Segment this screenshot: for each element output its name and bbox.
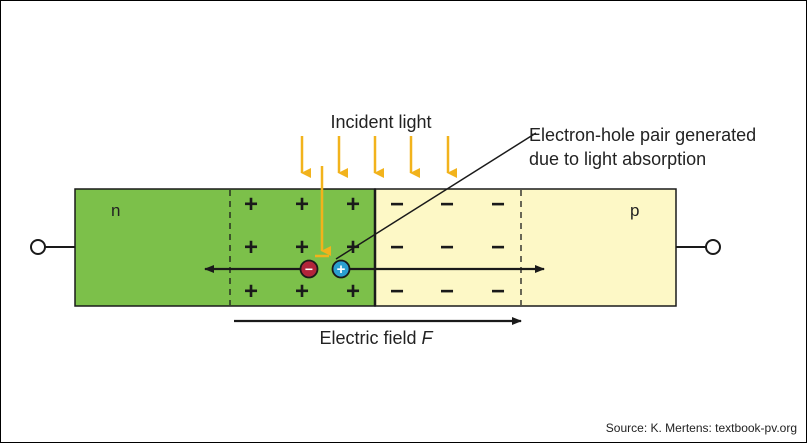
source-credit: Source: K. Mertens: textbook-pv.org xyxy=(606,421,797,435)
pair-annotation-line2: due to light absorption xyxy=(529,149,706,169)
negative-charge: − xyxy=(390,234,404,261)
right-terminal xyxy=(705,239,721,255)
positive-charge: + xyxy=(346,278,360,305)
hole: + xyxy=(331,259,351,279)
negative-charge: − xyxy=(491,278,505,305)
electric-field-label: Electric field F xyxy=(319,328,433,348)
positive-charge: + xyxy=(244,191,258,218)
negative-charge: − xyxy=(491,234,505,261)
hole-circle xyxy=(331,259,351,279)
incident-light-rays xyxy=(300,136,457,258)
p-region xyxy=(374,188,677,307)
electric-field-symbol: F xyxy=(422,328,434,348)
negative-charge: − xyxy=(491,191,505,218)
positive-charge: + xyxy=(346,191,360,218)
electron-circle xyxy=(299,259,319,279)
positive-charge: + xyxy=(295,234,309,261)
positive-charges: + + + + + + + + + xyxy=(244,191,360,305)
negative-charge: − xyxy=(440,234,454,261)
negative-charges: − − − − − − − − − xyxy=(390,191,505,305)
hole-sign: + xyxy=(337,261,346,278)
electric-field-text: Electric field xyxy=(319,328,421,348)
positive-charge: + xyxy=(244,234,258,261)
pair-pointer-line xyxy=(335,132,537,260)
negative-charge: − xyxy=(440,191,454,218)
n-region-label: n xyxy=(111,201,120,220)
electron: − xyxy=(299,259,319,279)
positive-charge: + xyxy=(295,191,309,218)
p-region-label: p xyxy=(630,201,639,220)
pair-annotation-line1: Electron-hole pair generated xyxy=(529,125,756,145)
negative-charge: − xyxy=(390,191,404,218)
left-terminal xyxy=(30,239,46,255)
positive-charge: + xyxy=(295,278,309,305)
electron-sign: − xyxy=(305,261,313,277)
incident-light-label: Incident light xyxy=(330,112,431,132)
positive-charge: + xyxy=(244,278,258,305)
negative-charge: − xyxy=(440,278,454,305)
negative-charge: − xyxy=(390,278,404,305)
